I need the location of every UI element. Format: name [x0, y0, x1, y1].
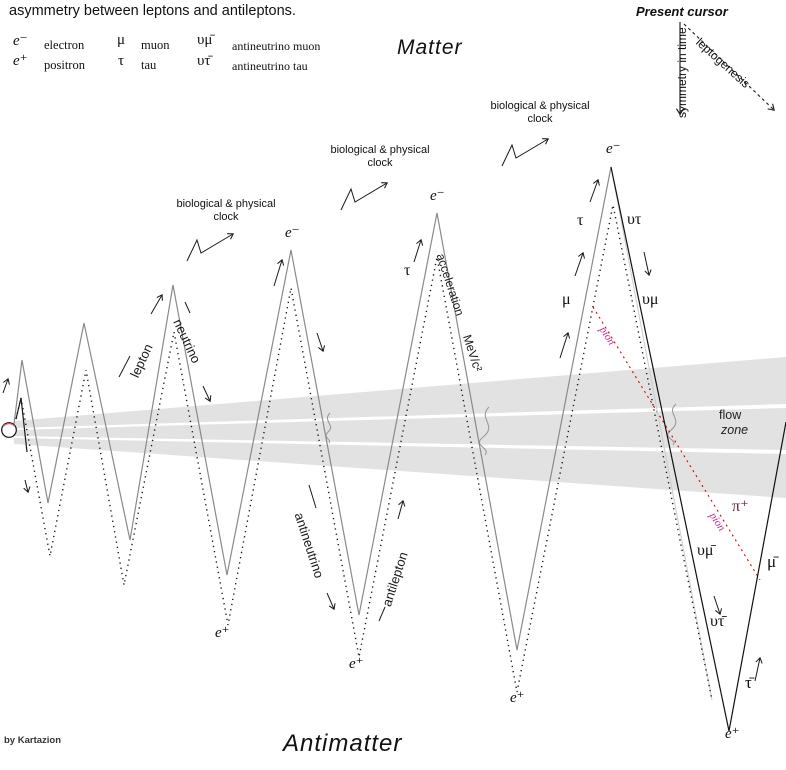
nu-tau-label: υτ: [627, 211, 642, 228]
mu-label-peak6: μ: [562, 291, 571, 308]
tau-label-peak6: τ: [577, 212, 584, 229]
antilepton-zigzag: [15, 204, 713, 701]
anti-nu-tau-label: υτ̄: [710, 613, 725, 630]
present-cursor-arrows: [675, 22, 775, 116]
positron-label-trough6: e⁺: [725, 726, 740, 742]
lepton-zigzag: [13, 166, 713, 701]
legend-symbol-antineutrino-tau: υτ̄: [197, 53, 211, 69]
clock-label-2: biological & physical clock: [330, 144, 430, 169]
flow-zone: [14, 357, 786, 498]
anti-mu-label: μ̄: [767, 552, 777, 571]
anti-tau-label: τ̄: [745, 673, 752, 692]
positron-label-trough4: e⁺: [349, 656, 364, 672]
pion-decay-line: [592, 306, 761, 581]
nu-mu-label: υμ: [642, 291, 659, 308]
legend-symbol-positron: e⁺: [13, 53, 28, 69]
legend-name-positron: positron: [44, 58, 85, 72]
final-branch: [610, 166, 786, 732]
electron-label-peak4: e⁻: [285, 225, 300, 241]
legend-name-tau: tau: [141, 58, 157, 72]
legend-name-antineutrino-tau: antineutrino tau: [232, 59, 308, 73]
matter-label: Matter: [397, 36, 463, 59]
legend-symbol-electron: e⁻: [13, 33, 28, 49]
electron-label-peak5: e⁻: [430, 188, 445, 204]
legend-name-electron: electron: [44, 38, 85, 52]
antimatter-label: Antimatter: [283, 730, 403, 757]
legend-symbol-muon: μ: [117, 32, 126, 48]
motion-arrows: [2, 178, 763, 682]
symmetry-in-time-label: symmetry in time: [675, 27, 689, 118]
legend-name-muon: muon: [141, 38, 170, 52]
positron-label-trough3: e⁺: [215, 625, 230, 641]
legend-name-antineutrino-muon: antineutrino muon: [232, 39, 321, 53]
clock-label-3: biological & physical clock: [490, 100, 590, 125]
legend-symbol-tau: τ: [118, 53, 125, 69]
origin-circle: [1, 422, 17, 438]
tau-label-peak5: τ: [404, 262, 411, 279]
legend-symbol-antineutrino-muon: υμ̄: [197, 32, 213, 48]
diagram-title: asymmetry between leptons and antilepton…: [9, 3, 296, 19]
flow-zone-label-2: zone: [721, 423, 749, 437]
present-cursor-label: Present cursor: [636, 4, 728, 19]
clock-label-1: biological & physical clock: [176, 198, 276, 223]
pi-plus-label: π⁺: [732, 498, 749, 515]
turbulence-squiggles: [325, 403, 677, 456]
positron-label-trough5: e⁺: [510, 690, 525, 706]
clock-arrows: [186, 138, 550, 262]
flow-zone-label-1: flow: [719, 408, 742, 422]
electron-label-peak6: e⁻: [606, 141, 621, 157]
credit-label: by Kartazion: [4, 735, 62, 746]
anti-nu-mu-label: υμ̄: [697, 542, 714, 559]
